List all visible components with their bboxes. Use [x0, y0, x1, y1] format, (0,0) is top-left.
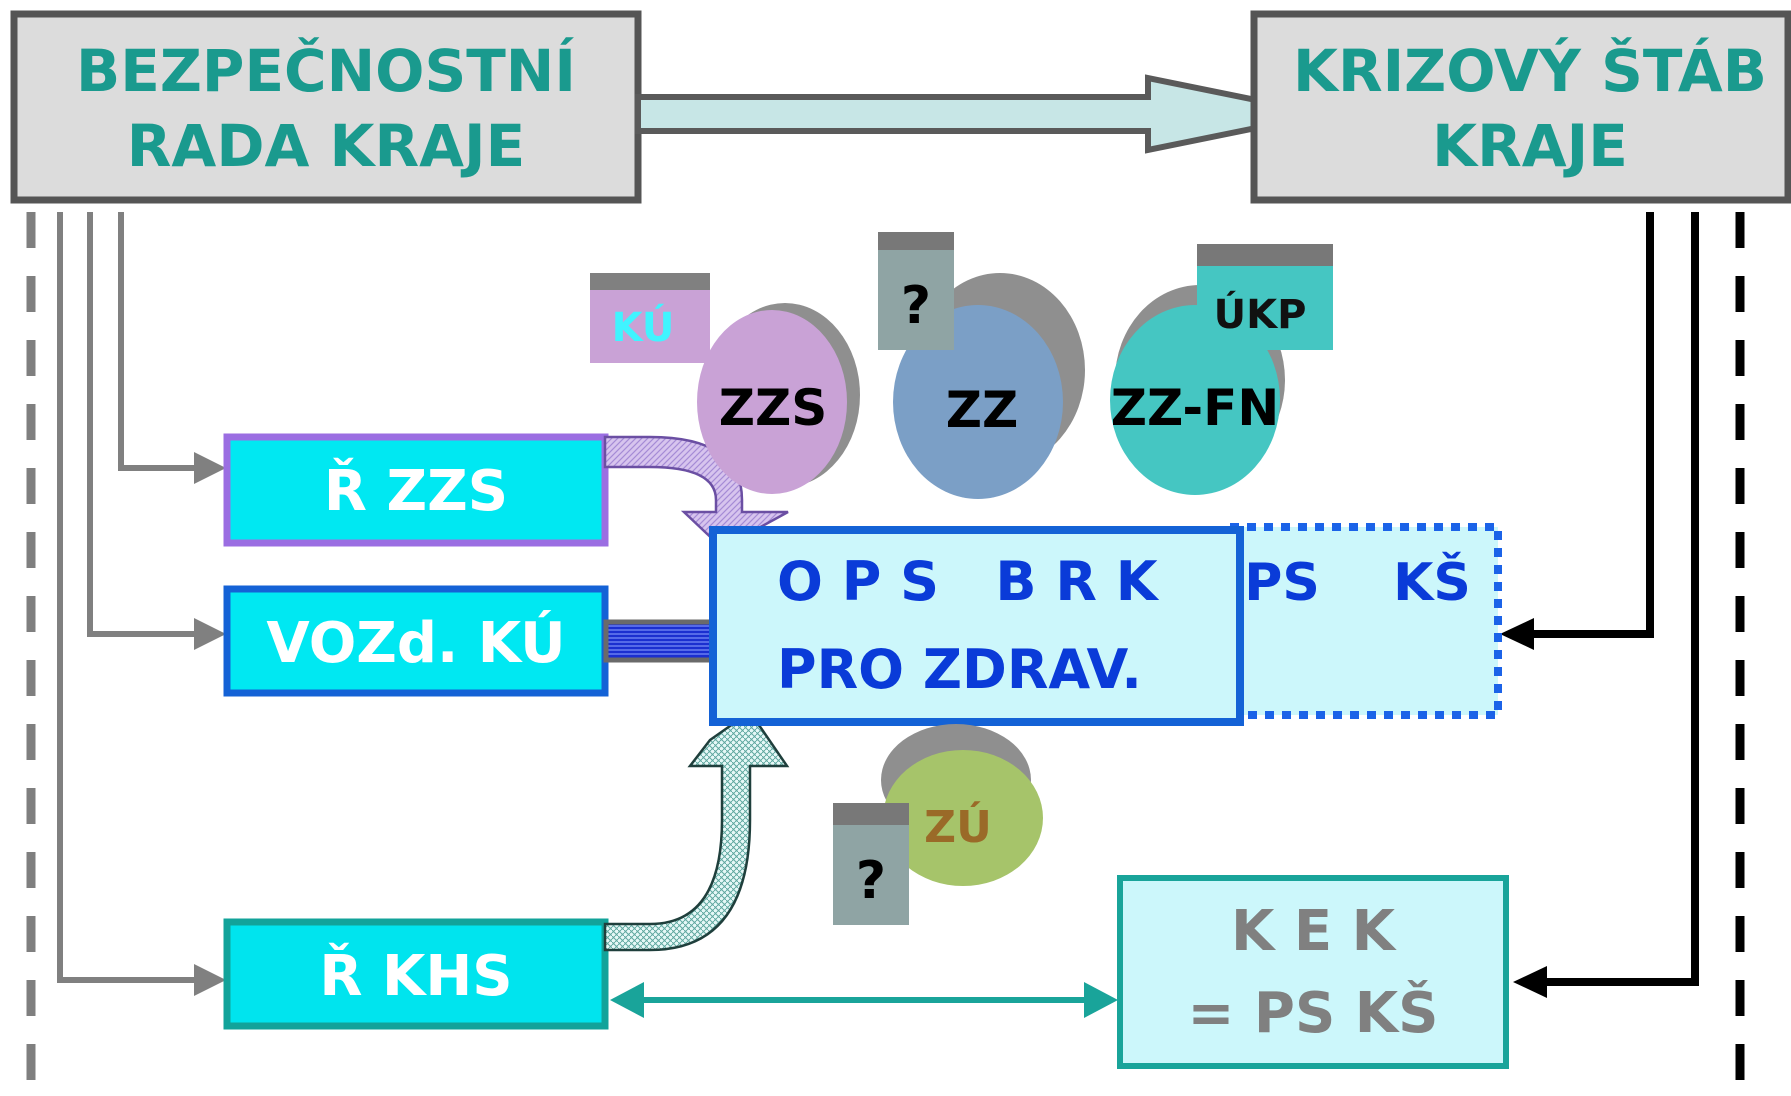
- rada-connectors: [57, 212, 198, 983]
- question-tag-top-label: ?: [901, 276, 931, 336]
- ku-tag: KÚ: [590, 273, 710, 363]
- r-khs-label: Ř KHS: [319, 944, 512, 1009]
- vozd-ku-label: VOZd. KÚ: [266, 611, 565, 676]
- ps-ks-label-ps: PS: [1244, 553, 1320, 613]
- zu-label: ZÚ: [924, 800, 992, 853]
- zzfn-label: ZZ-FN: [1111, 379, 1279, 437]
- bezpecnostni-rada-line2: RADA KRAJE: [127, 112, 525, 180]
- ops-brk-box: O P S B R K PRO ZDRAV.: [709, 526, 1244, 726]
- zz-circle: ZZ: [893, 273, 1085, 499]
- rada-connector-arrowheads: [194, 452, 226, 996]
- ukp-tag: ÚKP: [1197, 244, 1333, 350]
- ps-ks-dotted-box: PS KŠ: [1226, 523, 1502, 719]
- zzs-label: ZZS: [719, 379, 828, 437]
- stab-connectors: [1530, 212, 1699, 986]
- ops-brk-line1: O P S B R K: [777, 550, 1160, 613]
- vozd-ku-box: VOZd. KÚ: [223, 585, 609, 697]
- r-zzs-label: Ř ZZS: [324, 459, 508, 524]
- zz-label: ZZ: [946, 381, 1019, 439]
- kek-line2: = PS KŠ: [1187, 981, 1438, 1046]
- r-khs-box: Ř KHS: [223, 918, 609, 1030]
- bezpecnostni-rada-line1: BEZPEČNOSTNÍ: [76, 36, 576, 105]
- r-zzs-box: Ř ZZS: [223, 433, 609, 547]
- ukp-tag-label: ÚKP: [1214, 290, 1307, 338]
- zzs-circle: ZZS: [697, 303, 860, 494]
- ops-brk-line2: PRO ZDRAV.: [777, 638, 1142, 701]
- ku-tag-label: KÚ: [612, 303, 675, 351]
- krizovy-stab-line1: KRIZOVÝ ŠTÁB: [1293, 36, 1767, 105]
- ps-ks-label-ks: KŠ: [1393, 551, 1471, 613]
- question-tag-bottom: ?: [833, 803, 909, 925]
- stab-connector-arrowheads: [1500, 618, 1547, 998]
- krizovy-stab-line2: KRAJE: [1432, 112, 1628, 180]
- r-khs-curved-arrow: [603, 710, 790, 952]
- zu-circle: ZÚ: [881, 724, 1043, 886]
- bezpecnostni-rada-box: BEZPEČNOSTNÍ RADA KRAJE: [10, 10, 642, 204]
- krizovy-stab-box: KRIZOVÝ ŠTÁB KRAJE: [1250, 10, 1791, 204]
- question-tag-bottom-label: ?: [856, 851, 886, 911]
- question-tag-top: ?: [878, 232, 954, 350]
- kek-box: K E K = PS KŠ: [1117, 875, 1509, 1069]
- rada-to-stab-arrow: [635, 74, 1326, 154]
- khs-kek-double-arrow: [610, 982, 1118, 1018]
- kek-line1: K E K: [1231, 899, 1398, 964]
